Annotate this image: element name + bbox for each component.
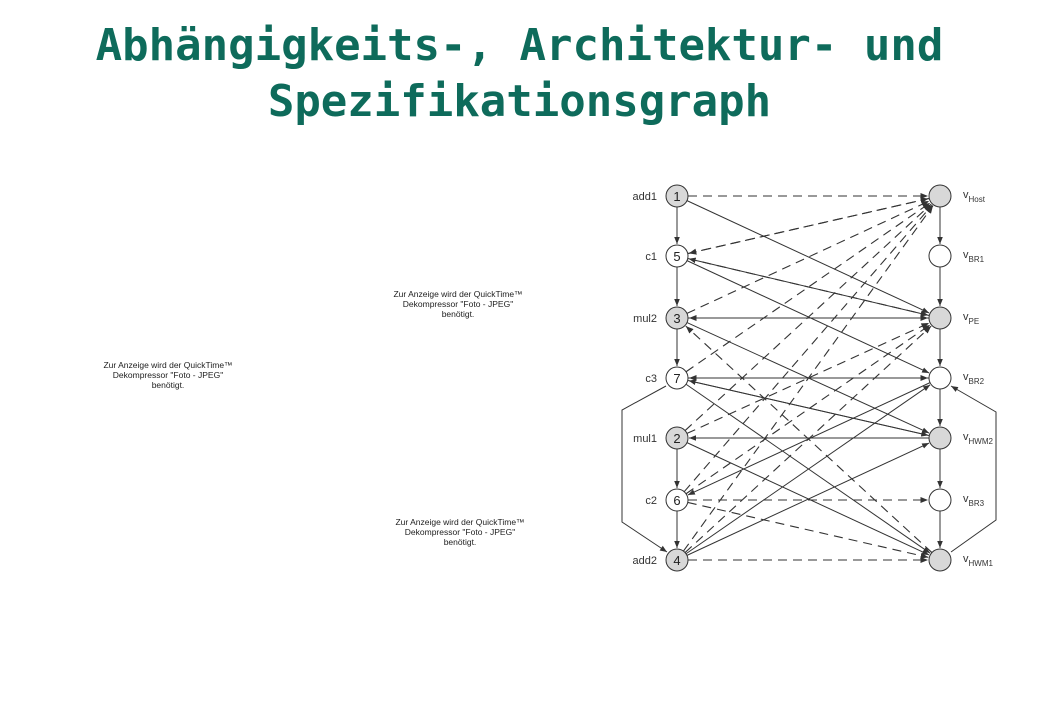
title-line-1: Abhängigkeits-, Architektur- und — [95, 20, 944, 71]
mapping-edge — [688, 379, 930, 437]
problem-node-number: 7 — [673, 371, 680, 386]
label-main: v — [963, 431, 969, 443]
label-subscript: BR2 — [969, 377, 985, 386]
problem-node-number: 4 — [673, 553, 680, 568]
architecture-node-label: vHWM2 — [963, 431, 993, 446]
label-subscript: HWM2 — [969, 437, 994, 446]
placeholder-line: Zur Anzeige wird der QuickTime™ — [395, 517, 525, 527]
mapping-edge-dashed — [685, 202, 931, 373]
problem-node — [665, 306, 689, 330]
placeholder-line: Zur Anzeige wird der QuickTime™ — [393, 289, 523, 299]
mapping-edge-dashed — [683, 204, 933, 493]
problem-node — [665, 488, 689, 512]
architecture-node-label: vBR3 — [963, 493, 985, 508]
problem-node-label: c1 — [645, 251, 657, 263]
architecture-node — [928, 548, 952, 572]
architecture-node-label: vPE — [963, 311, 979, 326]
problem-node-label: mul2 — [633, 313, 657, 325]
architecture-node — [928, 488, 952, 512]
title-line-2: Spezifikationsgraph — [267, 76, 772, 127]
label-subscript: PE — [969, 317, 980, 326]
problem-node-number: 5 — [673, 249, 680, 264]
architecture-node-label: vBR1 — [963, 249, 985, 264]
problem-node-number: 1 — [673, 189, 680, 204]
architecture-node — [928, 366, 952, 390]
architecture-node — [928, 244, 952, 268]
mapping-edge — [686, 442, 930, 556]
mapping-edge-dashed — [688, 197, 930, 255]
problem-node-label: add1 — [633, 191, 657, 203]
mapping-edge — [686, 200, 930, 314]
label-main: v — [963, 371, 969, 383]
label-subscript: BR1 — [969, 255, 985, 264]
problem-node — [665, 184, 689, 208]
label-main: v — [963, 553, 969, 565]
architecture-node-label: vHost — [963, 189, 986, 204]
edges-layer — [621, 192, 997, 564]
label-main: v — [963, 249, 969, 261]
label-subscript: BR3 — [969, 499, 985, 508]
architecture-edge — [950, 385, 997, 553]
problem-node — [665, 244, 689, 268]
architecture-node-label: vHWM1 — [963, 553, 993, 568]
problem-node-number: 2 — [673, 431, 680, 446]
missing-image-placeholder-top: Zur Anzeige wird der QuickTime™ Dekompre… — [378, 289, 538, 319]
label-main: v — [963, 493, 969, 505]
nodes-layer: 1add15c13mul27c32mul16c24add2vHostvBR1vP… — [633, 184, 993, 572]
placeholder-line: benötigt. — [151, 380, 185, 390]
placeholder-line: Zur Anzeige wird der QuickTime™ — [103, 360, 233, 370]
placeholder-line: benötigt. — [443, 537, 477, 547]
problem-node-number: 3 — [673, 311, 680, 326]
dependency-edge — [621, 385, 668, 553]
problem-node-label: c2 — [645, 495, 657, 507]
mapping-edge-dashed — [684, 203, 932, 431]
label-subscript: Host — [969, 195, 986, 204]
architecture-node-label: vBR2 — [963, 371, 985, 386]
mapping-edge-dashed — [685, 324, 931, 495]
mapping-edge-dashed — [685, 325, 933, 553]
placeholder-line: benötigt. — [441, 309, 475, 319]
mapping-edge-dashed — [687, 257, 929, 317]
problem-node — [665, 366, 689, 390]
problem-node-label: add2 — [633, 555, 657, 567]
problem-node — [665, 548, 689, 572]
problem-node-number: 6 — [673, 493, 680, 508]
placeholder-line: Dekompressor "Foto - JPEG" — [402, 299, 514, 309]
label-subscript: HWM1 — [969, 559, 994, 568]
mapping-edge-dashed — [687, 501, 929, 559]
architecture-node — [928, 184, 952, 208]
slide-title: Abhängigkeits-, Architektur- und Spezifi… — [0, 18, 1039, 130]
mapping-edge — [685, 384, 931, 555]
problem-node — [665, 426, 689, 450]
architecture-node — [928, 426, 952, 450]
placeholder-line: Dekompressor "Foto - JPEG" — [404, 527, 516, 537]
missing-image-placeholder-bottom: Zur Anzeige wird der QuickTime™ Dekompre… — [370, 517, 550, 547]
architecture-node — [928, 306, 952, 330]
label-main: v — [963, 311, 969, 323]
problem-node-label: mul1 — [633, 433, 657, 445]
placeholder-line: Dekompressor "Foto - JPEG" — [112, 370, 224, 380]
missing-image-placeholder-left: Zur Anzeige wird der QuickTime™ Dekompre… — [88, 360, 248, 390]
problem-node-label: c3 — [645, 373, 657, 385]
label-main: v — [963, 189, 969, 201]
